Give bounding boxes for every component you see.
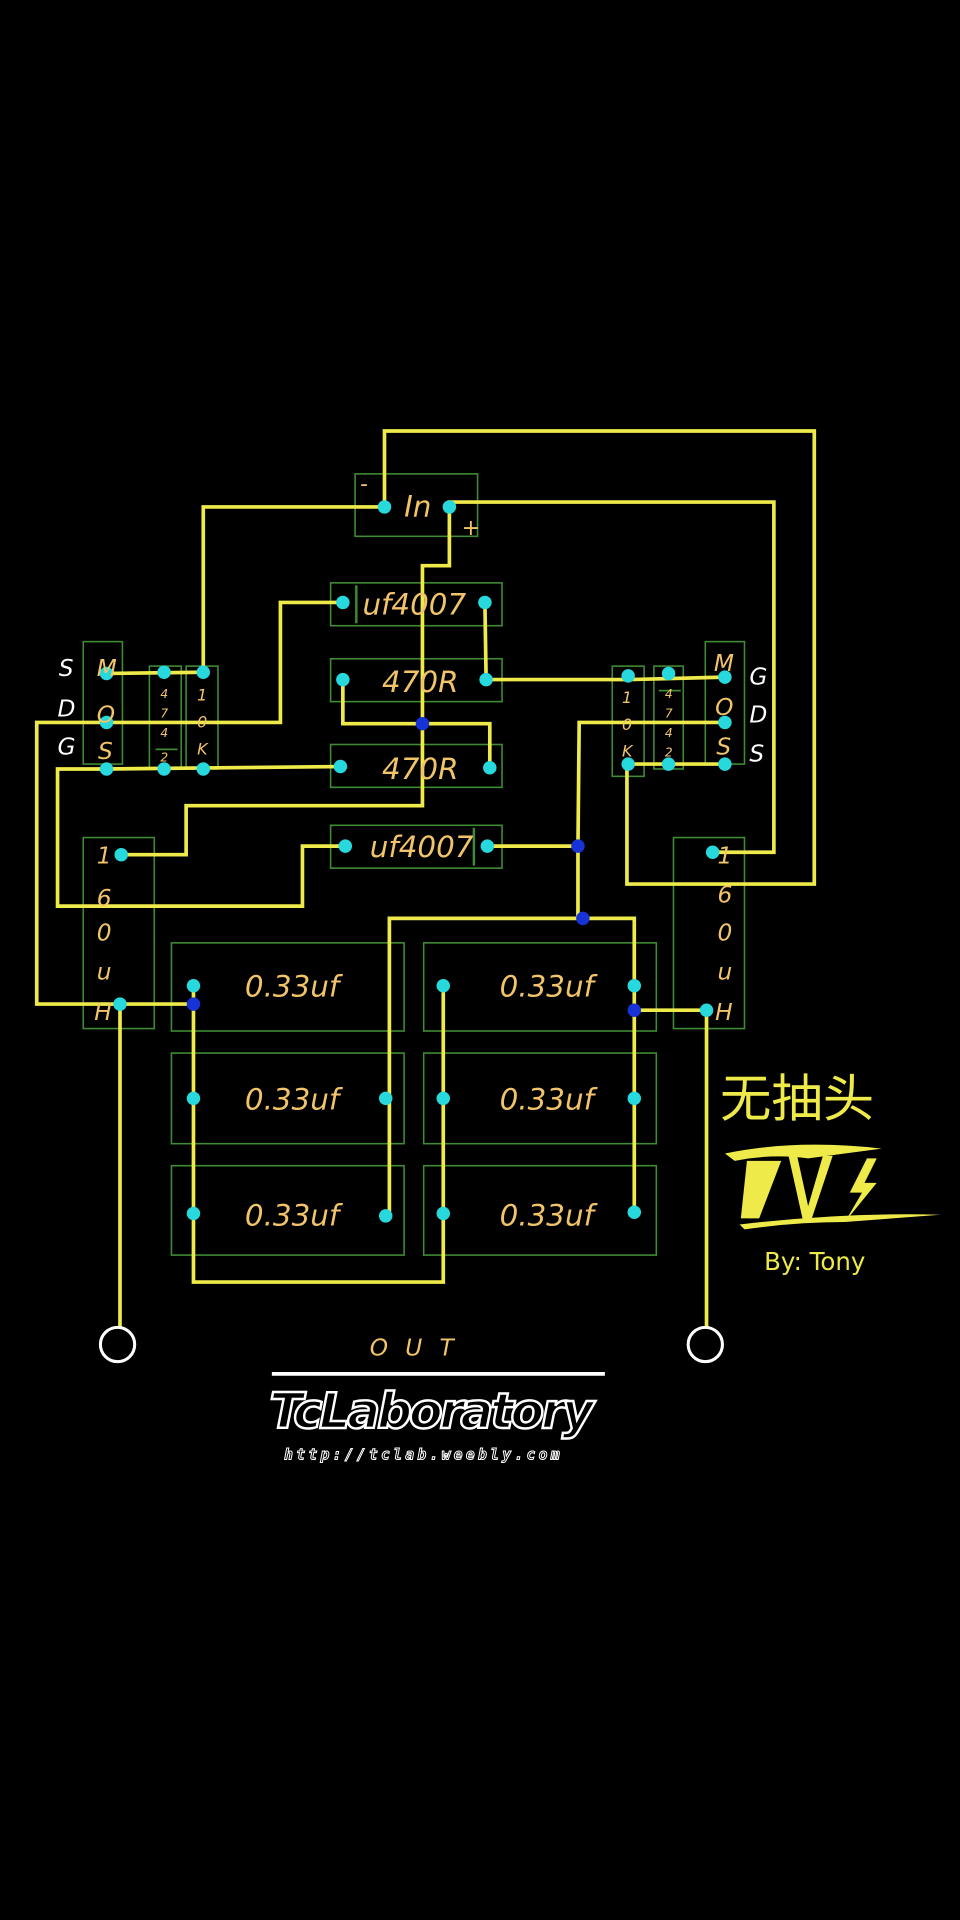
svg-text:7: 7	[160, 707, 168, 721]
capacitor-label: 0.33uf	[245, 1082, 344, 1116]
svg-text:4: 4	[160, 726, 168, 740]
url-label: http://tclab.weebly.com	[284, 1447, 560, 1464]
svg-text:M: M	[97, 655, 117, 682]
svg-text:0: 0	[622, 715, 632, 734]
svg-text:4: 4	[665, 687, 673, 701]
svg-text:M: M	[714, 650, 734, 677]
capacitor-label: 0.33uf	[500, 970, 599, 1004]
capacitor-label: 0.33uf	[500, 1199, 599, 1233]
res10k-right: 1 0 K	[622, 688, 634, 761]
svg-text:K: K	[622, 742, 634, 761]
capacitor-label: 0.33uf	[245, 970, 344, 1004]
svg-text:u: u	[718, 959, 733, 986]
svg-text:S: S	[98, 738, 113, 765]
output-terminal-left	[98, 1325, 137, 1364]
diode-1-label: uf4007	[362, 588, 466, 622]
svg-text:K: K	[197, 739, 209, 758]
output-label: O U T	[370, 1335, 459, 1362]
svg-text:S: S	[749, 741, 764, 768]
inductor-left: 1 6 0 u H	[94, 842, 111, 1026]
svg-text:0: 0	[97, 919, 112, 946]
title-cn: 无抽头	[720, 1070, 874, 1130]
svg-text:G: G	[58, 733, 76, 760]
input-plus: +	[462, 516, 480, 541]
svg-text:H: H	[715, 999, 732, 1026]
svg-text:u: u	[97, 959, 112, 986]
svg-text:6: 6	[718, 881, 733, 908]
svg-text:TcLaboratory: TcLaboratory	[269, 1383, 596, 1440]
input-minus: -	[360, 472, 368, 497]
svg-text:H: H	[94, 999, 111, 1026]
capacitor-label: 0.33uf	[500, 1082, 599, 1116]
svg-text:1: 1	[97, 842, 112, 869]
svg-text:1: 1	[718, 842, 733, 869]
junctions	[186, 716, 642, 1017]
capacitor-label: 0.33uf	[245, 1199, 344, 1233]
svg-text:6: 6	[97, 885, 112, 912]
svg-text:1: 1	[622, 688, 632, 707]
svg-text:1: 1	[197, 685, 207, 704]
resistor-1-label: 470R	[382, 665, 458, 699]
capacitor-labels: 0.33uf 0.33uf 0.33uf 0.33uf 0.33uf 0.33u…	[245, 970, 599, 1233]
resistor-2-label: 470R	[382, 752, 458, 786]
svg-text:4: 4	[665, 726, 673, 740]
svg-text:D: D	[58, 695, 76, 722]
svg-text:0: 0	[718, 919, 733, 946]
svg-text:0: 0	[197, 712, 207, 731]
svg-text:O: O	[715, 694, 733, 721]
zener-right: 4 7 4 2	[658, 687, 681, 760]
svg-text:2: 2	[160, 751, 168, 765]
res10k-left: 1 0 K	[197, 685, 209, 758]
svg-text:4: 4	[160, 687, 168, 701]
input-label: In	[404, 490, 431, 524]
svg-text:7: 7	[665, 707, 673, 721]
svg-text:G: G	[749, 663, 767, 690]
svg-text:S: S	[59, 655, 74, 682]
wires	[34, 429, 817, 1328]
mosfet-left: M O S S D G	[58, 655, 117, 765]
pins	[99, 500, 732, 1223]
author-label: By: Tony	[764, 1247, 865, 1276]
inductor-right: 1 6 0 u H	[715, 842, 732, 1026]
diode-2-label: uf4007	[370, 830, 474, 864]
svg-text:S: S	[716, 733, 731, 760]
zener-left: 4 7 4 2	[155, 687, 178, 765]
mosfet-right: M O S G D S	[714, 650, 768, 768]
inductor-right-box	[672, 836, 746, 1030]
tclab-logo: TcLaboratory http://tclab.weebly.com	[268, 1372, 605, 1464]
output-terminal-right	[686, 1325, 724, 1364]
svg-text:2: 2	[665, 746, 673, 760]
svg-text:D: D	[749, 701, 767, 728]
svg-text:O: O	[97, 701, 115, 728]
